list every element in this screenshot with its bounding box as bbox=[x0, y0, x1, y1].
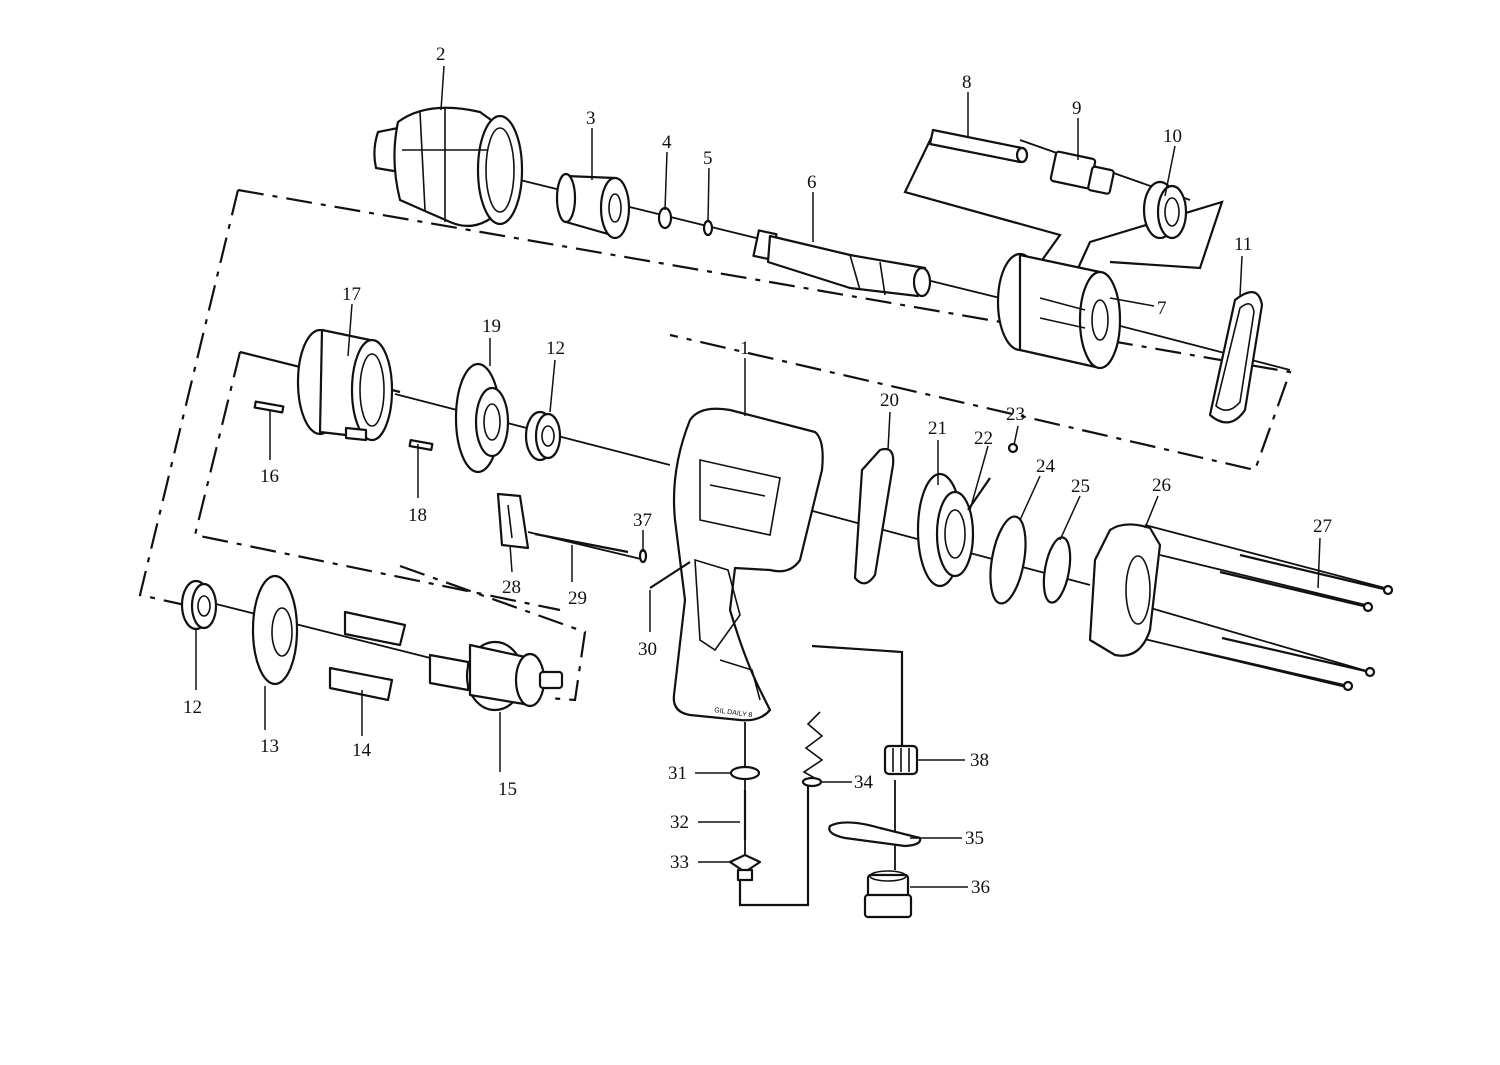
label-part-19: 19 bbox=[482, 316, 501, 337]
label-part-17: 17 bbox=[342, 284, 361, 305]
label-part-23: 23 bbox=[1006, 404, 1025, 425]
label-part-7: 7 bbox=[1157, 298, 1167, 319]
label-part-14: 14 bbox=[352, 740, 372, 761]
label-part-32: 32 bbox=[670, 812, 689, 833]
label-part-1: 1 bbox=[740, 338, 750, 359]
label-part-12-upper: 12 bbox=[546, 338, 565, 359]
part-14-rotor-blades bbox=[328, 610, 407, 702]
label-part-37: 37 bbox=[633, 510, 652, 531]
label-part-2: 2 bbox=[436, 44, 446, 65]
label-part-28: 28 bbox=[502, 577, 521, 598]
part-labels: 2 3 4 5 6 7 8 9 10 11 12 12 13 14 15 16 … bbox=[183, 44, 1332, 898]
part-20-gasket bbox=[853, 447, 895, 585]
label-part-26: 26 bbox=[1152, 475, 1171, 496]
part-27-bolts bbox=[1199, 553, 1394, 692]
label-part-29: 29 bbox=[568, 588, 587, 609]
part-9-hammer-dog bbox=[1049, 150, 1115, 195]
leader-lines bbox=[195, 65, 1321, 888]
part-28-trigger bbox=[496, 492, 530, 550]
part-5-o-ring bbox=[702, 219, 714, 237]
part-23-ball bbox=[1007, 442, 1019, 454]
part-15-rotor bbox=[428, 640, 564, 712]
part-16-pin bbox=[253, 400, 285, 414]
part-24-o-ring bbox=[989, 515, 1027, 605]
label-part-4: 4 bbox=[662, 132, 672, 153]
part-31-seal bbox=[729, 765, 761, 781]
part-12-bearing-lower bbox=[180, 579, 218, 631]
label-part-21: 21 bbox=[928, 418, 947, 439]
part-35-plate bbox=[828, 821, 922, 848]
part-26-rear-cover bbox=[1088, 523, 1162, 657]
label-part-24: 24 bbox=[1036, 456, 1056, 477]
part-21-end-plate bbox=[916, 472, 975, 588]
part-17-cylinder bbox=[296, 328, 394, 442]
part-8-pin bbox=[928, 128, 1029, 164]
part-29-trigger-stem bbox=[534, 532, 629, 554]
part-33-valve bbox=[728, 853, 762, 882]
part-10-bearing bbox=[1142, 180, 1188, 240]
part-30-pin bbox=[649, 561, 691, 589]
label-part-16: 16 bbox=[260, 466, 279, 487]
label-part-27: 27 bbox=[1313, 516, 1332, 537]
part-4-ring bbox=[657, 206, 673, 230]
part-34-spring bbox=[801, 711, 824, 788]
label-part-33: 33 bbox=[670, 852, 689, 873]
part-18-pin bbox=[408, 439, 434, 451]
label-part-12-lower: 12 bbox=[183, 697, 202, 718]
label-part-30: 30 bbox=[638, 639, 657, 660]
part-12-bearing-upper bbox=[524, 410, 562, 462]
label-part-8: 8 bbox=[962, 72, 972, 93]
label-part-15: 15 bbox=[498, 779, 517, 800]
part-11-gasket bbox=[1208, 291, 1264, 424]
label-part-6: 6 bbox=[807, 172, 817, 193]
label-part-18: 18 bbox=[408, 505, 427, 526]
label-part-35: 35 bbox=[965, 828, 984, 849]
part-25-o-ring bbox=[1042, 536, 1072, 604]
label-part-36: 36 bbox=[971, 877, 990, 898]
label-part-31: 31 bbox=[668, 763, 687, 784]
part-7-hammer-cage bbox=[996, 252, 1122, 370]
part-2-hammer-case bbox=[373, 106, 524, 227]
label-part-3: 3 bbox=[586, 108, 596, 129]
label-part-13: 13 bbox=[260, 736, 279, 757]
part-6-anvil-shaft bbox=[752, 229, 932, 298]
label-part-10: 10 bbox=[1163, 126, 1182, 147]
label-part-9: 9 bbox=[1072, 98, 1082, 119]
label-part-20: 20 bbox=[880, 390, 899, 411]
label-part-11: 11 bbox=[1234, 234, 1252, 255]
part-38-regulator-knob bbox=[883, 744, 919, 776]
part-36-inlet bbox=[863, 870, 913, 919]
part-13-front-plate bbox=[251, 574, 299, 686]
part-3-sleeve bbox=[555, 172, 631, 240]
label-part-34: 34 bbox=[854, 772, 874, 793]
label-part-25: 25 bbox=[1071, 476, 1090, 497]
label-part-22: 22 bbox=[974, 428, 993, 449]
part-19-rear-plate bbox=[454, 362, 510, 474]
label-part-38: 38 bbox=[970, 750, 989, 771]
part-1-main-housing: GIL DAILY 8 bbox=[672, 407, 824, 722]
label-part-5: 5 bbox=[703, 148, 713, 169]
